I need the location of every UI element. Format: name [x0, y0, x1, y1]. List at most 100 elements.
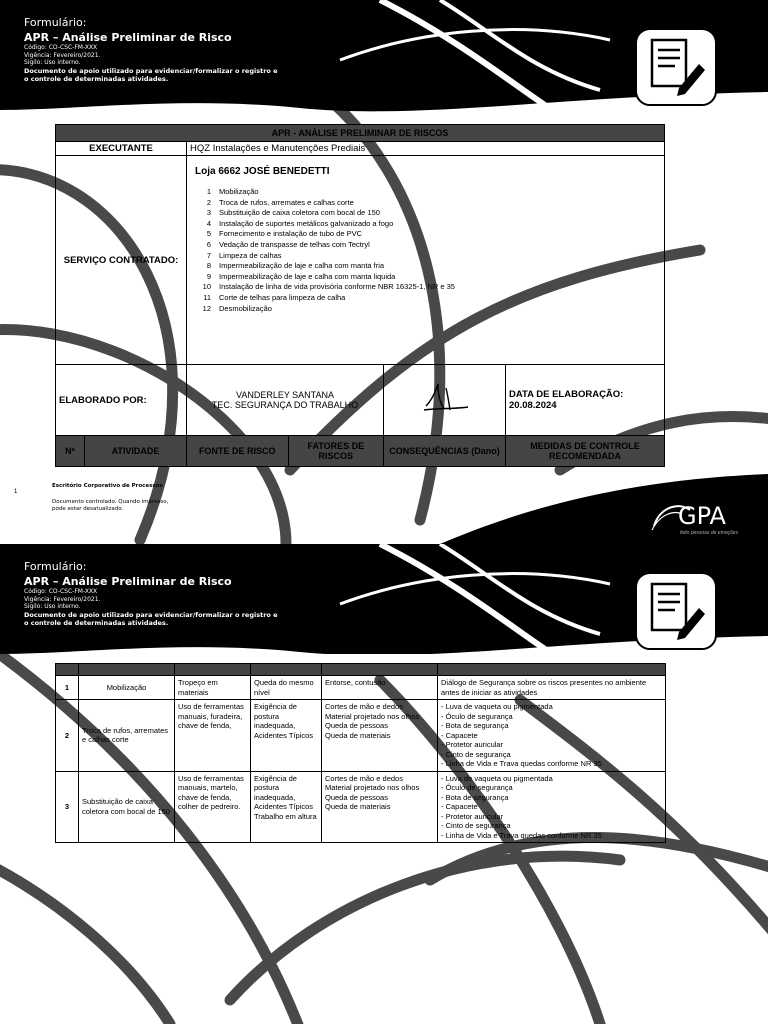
- form-code: Código: CO-CSC-FM-XXX: [24, 44, 98, 51]
- header-text-2: Formulário: APR – Análise Preliminar de …: [24, 560, 284, 628]
- store-name: Loja 6662 JOSÉ BENEDETTI: [195, 166, 330, 177]
- service-item-text: Impermeabilização de laje e calha com ma…: [219, 261, 385, 271]
- signature: [383, 364, 506, 436]
- service-item-number: 10: [202, 282, 211, 292]
- col-fatores: FATORES DE RISCOS: [287, 435, 385, 467]
- executante-label: EXECUTANTE: [55, 141, 187, 156]
- service-item: 7 Limpeza de calhas: [195, 251, 656, 262]
- service-item-text: Desmobilização: [219, 303, 272, 313]
- service-item-text: Vedação de transpasse de telhas com Tect…: [219, 239, 370, 249]
- service-item-text: Instalação de suportes metálicos galvani…: [219, 218, 394, 228]
- strip-col-2: [78, 663, 175, 676]
- row-fatores: Queda do mesmo nível: [250, 675, 322, 700]
- form-secrecy-2: Sigilo: Uso interno.: [24, 603, 81, 610]
- row-medidas: Diálogo de Segurança sobre os riscos pre…: [437, 675, 666, 700]
- service-item-number: 3: [206, 208, 211, 218]
- strip-col-6: [437, 663, 666, 676]
- form-description: Documento de apoio utilizado para eviden…: [24, 66, 278, 84]
- row-consequencias: Cortes de mão e dedos Material projetado…: [321, 770, 438, 843]
- service-item: 5 Fornecimento e instalação de tubo de PV…: [195, 229, 656, 240]
- gpa-logo-text: GPA: [678, 502, 726, 530]
- row-fatores: Exigência de postura inadequada, Acident…: [250, 699, 322, 772]
- footer-department: Escritório Corporativo de Processos: [52, 483, 163, 489]
- col-consequencias: CONSEQUÊNCIAS (Dano): [383, 435, 506, 467]
- service-item-text: Mobilização: [219, 187, 259, 196]
- gpa-logo-tagline: feito pessoas de emoções: [680, 530, 739, 536]
- service-item-text: Impermeabilização de laje e calha com ma…: [219, 271, 396, 281]
- servico-details: Loja 6662 JOSÉ BENEDETTI 1 Mobilização 2 Tr…: [186, 155, 665, 365]
- row-atividade: Troca de rufos, arremates e calhas corte: [78, 699, 175, 772]
- strip-col-4: [250, 663, 322, 676]
- service-item-text: Troca de rufos, arremates e calhas corte: [219, 197, 354, 207]
- col-atividade: ATIVIDADE: [84, 435, 187, 467]
- row-fonte: Tropeço em materiais: [174, 675, 251, 700]
- strip-col-3: [174, 663, 251, 676]
- service-item-number: 7: [206, 250, 211, 260]
- form-label-2: Formulário:: [24, 560, 87, 573]
- gpa-logo: GPA feito pessoas de emoções: [650, 500, 750, 540]
- servico-label: SERVIÇO CONTRATADO:: [55, 155, 187, 365]
- strip-col-1: [55, 663, 79, 676]
- service-item: 11 Corte de telhas para limpeza de calha: [195, 293, 656, 304]
- row-consequencias: Cortes de mão e dedos Material projetado…: [321, 699, 438, 772]
- row-atividade: Substituição de caixa coletora com bocal…: [78, 770, 175, 843]
- service-item-number: 12: [202, 303, 211, 313]
- page-1: Formulário: APR – Análise Preliminar de …: [0, 0, 768, 470]
- service-item-number: 2: [206, 197, 211, 207]
- strip-col-5: [321, 663, 438, 676]
- elaborado-name: VANDERLEY SANTANA: [235, 390, 335, 400]
- elaborado-by: VANDERLEY SANTANA TEC. SEGURANÇA DO TRAB…: [186, 364, 384, 436]
- executante-value: HQZ Instalações e Manutenções Prediais: [186, 141, 665, 156]
- form-code-2: Código: CO-CSC-FM-XXX: [24, 588, 98, 595]
- col-fonte: FONTE DE RISCO: [186, 435, 289, 467]
- elaborado-role: TEC. SEGURANÇA DO TRABALHO: [211, 400, 359, 410]
- risk-table-header-strip: [55, 663, 666, 676]
- form-label: Formulário:: [24, 16, 87, 29]
- service-list: 1 Mobilização 2 Troca de rufos, arremates e…: [195, 187, 656, 314]
- row-fonte: Uso de ferramentas manuais, martelo, cha…: [174, 770, 251, 843]
- risk-column-headers: Nº ATIVIDADE FONTE DE RISCO FATORES DE R…: [55, 435, 665, 467]
- service-item: 8 Impermeabilização de laje e calha com m…: [195, 261, 656, 272]
- header-banner-2: [0, 544, 768, 654]
- service-item: 3 Substituição de caixa coletora com boca…: [195, 208, 656, 219]
- header-banner: [0, 0, 768, 115]
- apr-header-table: APR - ANÁLISE PRELIMINAR DE RISCOS EXECU…: [55, 124, 665, 467]
- footer-banner: [440, 474, 768, 544]
- row-number: 2: [55, 699, 79, 772]
- header-text: Formulário: APR – Análise Preliminar de …: [24, 16, 284, 84]
- form-title: APR – Análise Preliminar de Risco: [24, 31, 232, 44]
- form-title-2: APR – Análise Preliminar de Risco: [24, 575, 232, 588]
- service-item-number: 5: [206, 229, 211, 239]
- form-secrecy: Sigilo: Uso interno.: [24, 59, 81, 66]
- elaborado-label: ELABORADO POR:: [55, 364, 187, 436]
- row-number: 3: [55, 770, 79, 843]
- service-item-text: Limpeza de calhas: [219, 250, 282, 260]
- row-medidas: - Luva de vaqueta ou pigmentada - Óculo …: [437, 770, 666, 843]
- row-fatores: Exigência de postura inadequada, Acident…: [250, 770, 322, 843]
- service-item-text: Fornecimento e instalação de tubo de PVC: [219, 229, 363, 239]
- service-item-number: 11: [203, 292, 211, 302]
- data-elaboracao: DATA DE ELABORAÇÃO: 20.08.2024: [505, 364, 665, 436]
- col-medidas: MEDIDAS DE CONTROLE RECOMENDADA: [505, 435, 665, 467]
- signature-mark: [423, 383, 468, 411]
- document-pen-icon-2: [635, 572, 717, 650]
- service-item-text: Substituição de caixa coletora com bocal…: [219, 208, 380, 218]
- form-validity-2: Vigência: Fevereiro/2021.: [24, 595, 101, 603]
- page-number: 1: [14, 489, 18, 495]
- form-description-2: Documento de apoio utilizado para eviden…: [24, 610, 278, 628]
- apr-table-title: APR - ANÁLISE PRELIMINAR DE RISCOS: [55, 124, 665, 142]
- service-item-number: 1: [206, 187, 211, 196]
- col-numero: Nº: [55, 435, 85, 467]
- service-item-text: Corte de telhas para limpeza de calha: [219, 292, 346, 302]
- gpa-logo-mark: [651, 505, 691, 531]
- service-item: 2 Troca de rufos, arremates e calhas cort…: [195, 198, 656, 209]
- service-item-number: 8: [206, 261, 211, 271]
- row-consequencias: Entorse, contusão: [321, 675, 438, 700]
